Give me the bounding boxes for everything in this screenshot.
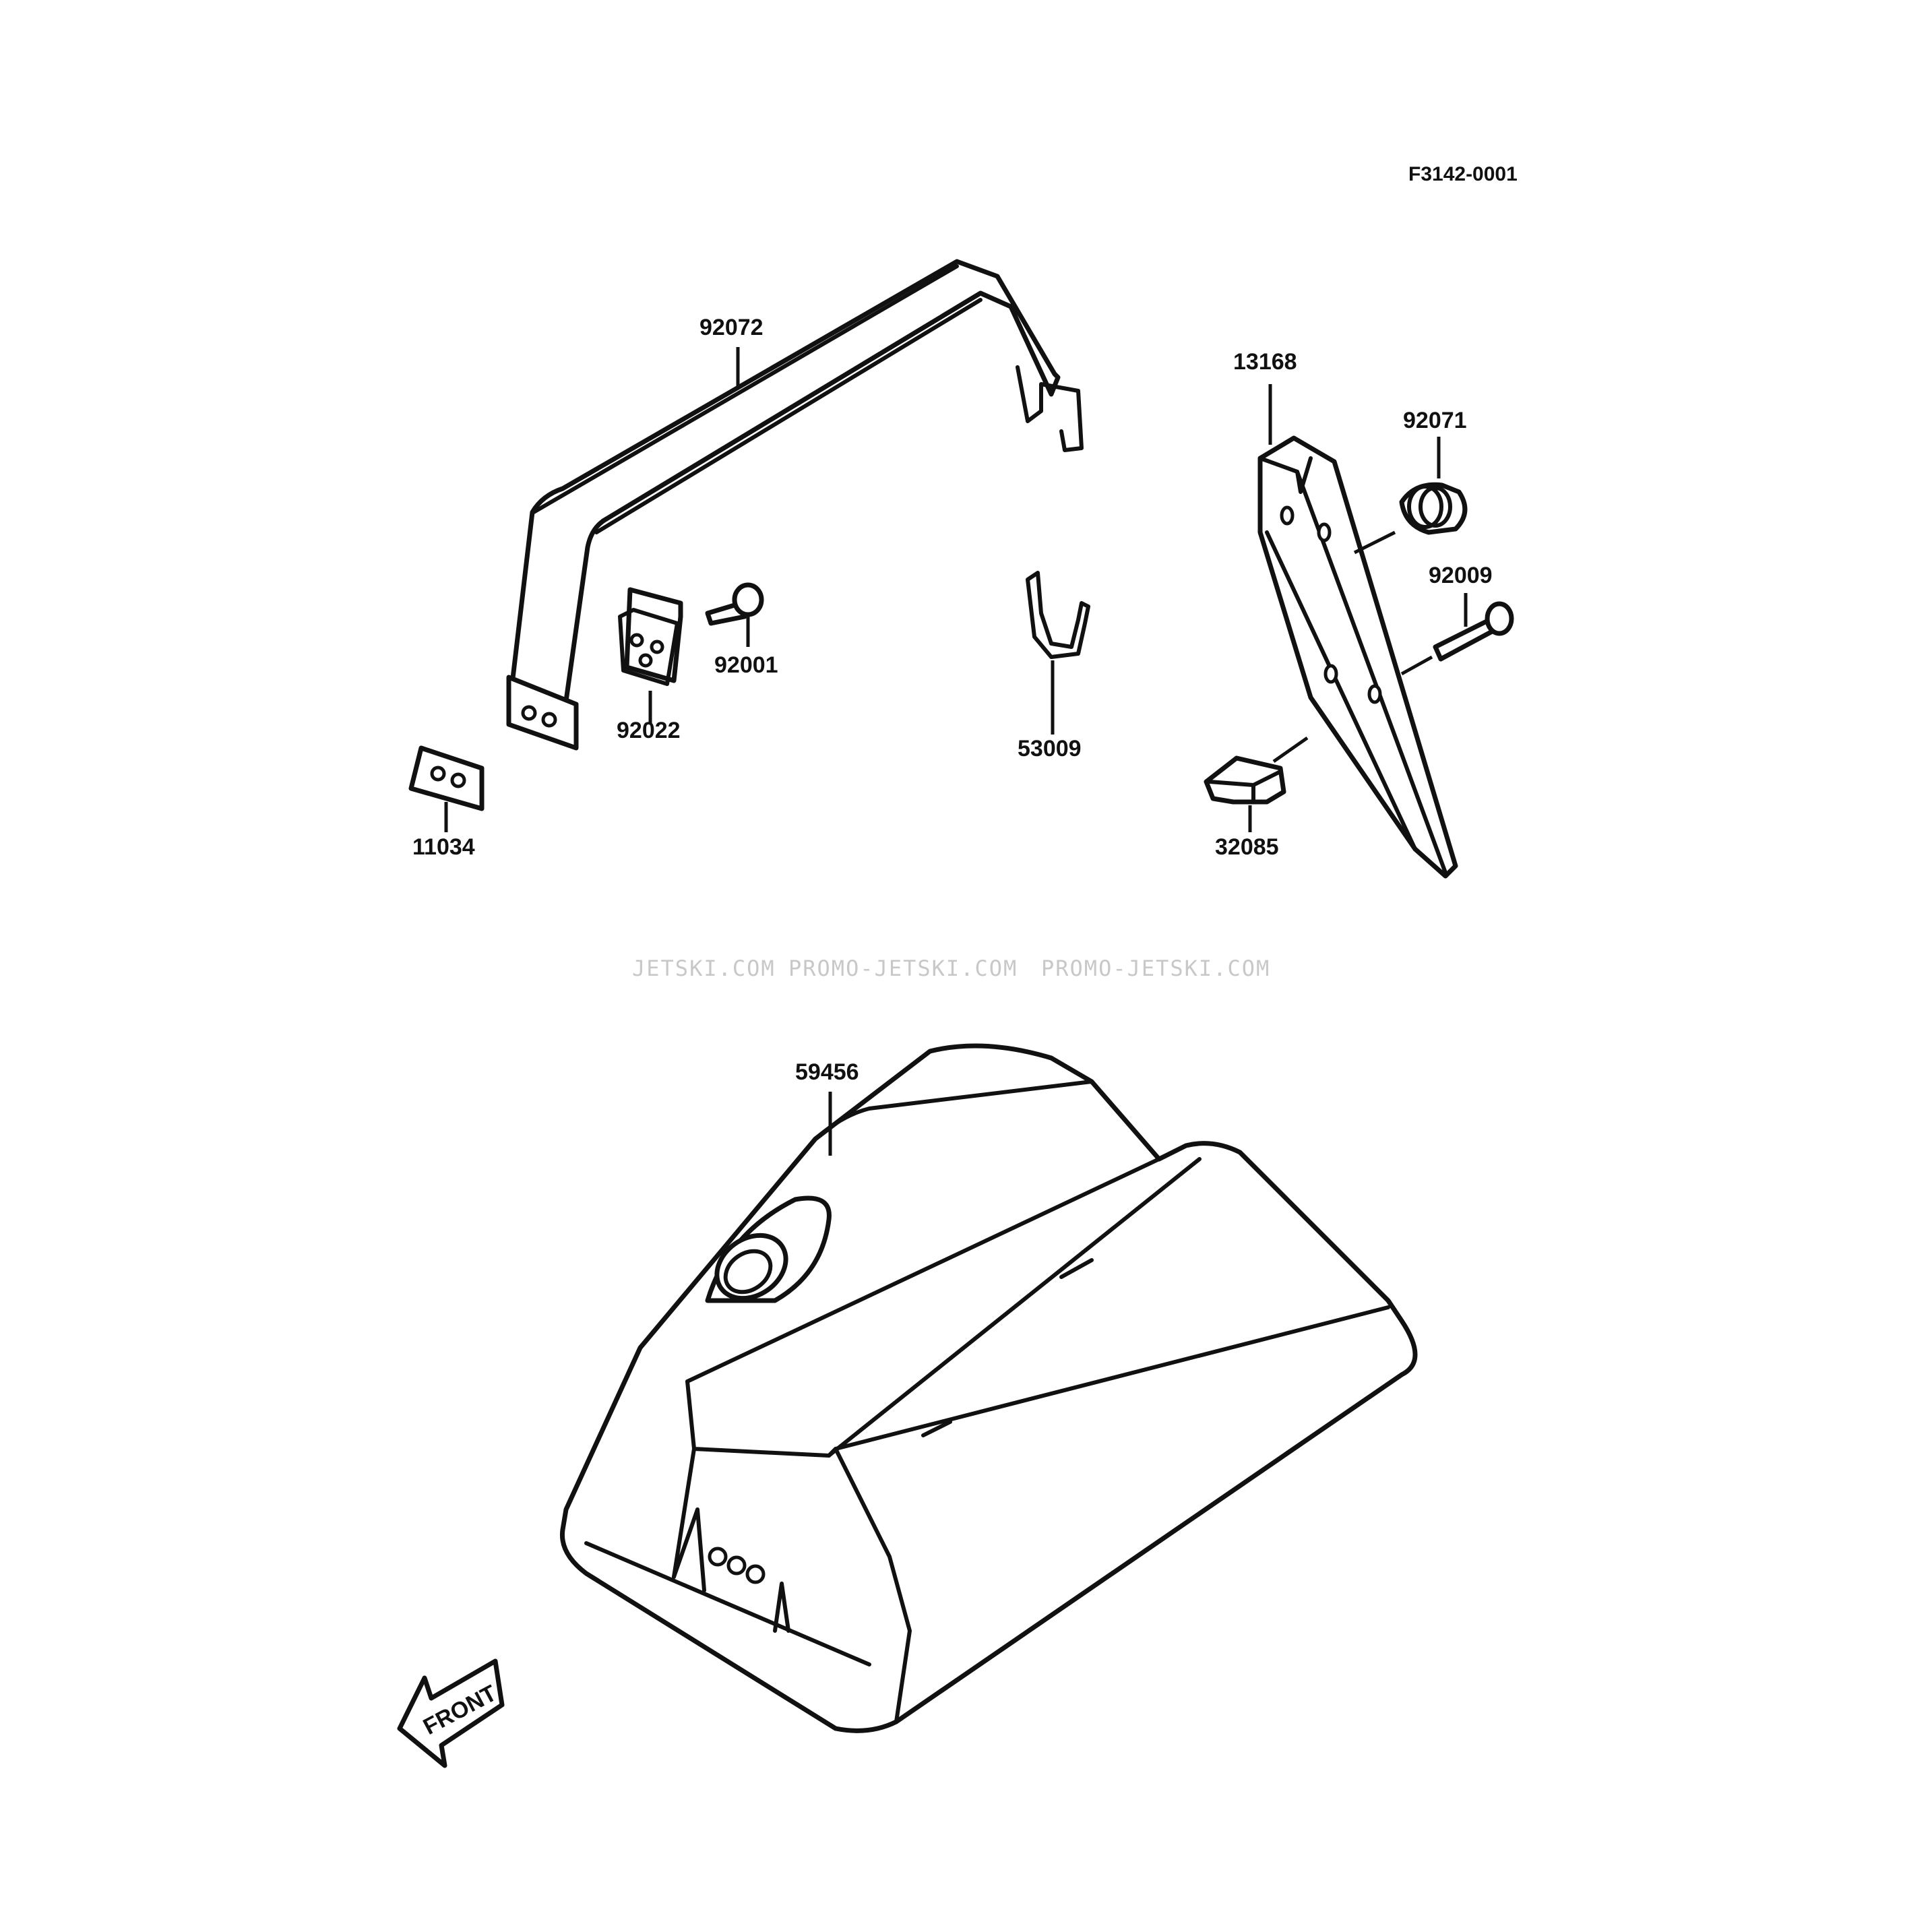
bracket-13168[interactable] (1257, 435, 1458, 879)
label-59456: 59456 (795, 1059, 859, 1085)
plate-92022[interactable] (618, 587, 683, 686)
plate-11034[interactable] (408, 745, 485, 811)
screw-92001[interactable] (705, 582, 764, 626)
watermark-segment: PROMO-JETSKI.COM (1041, 956, 1270, 981)
figure-code: F3142-0001 (1408, 163, 1518, 185)
label-13168: 13168 (1233, 349, 1297, 375)
watermark: JETSKI.COM PROMO-JETSKI.COM PROMO-JETSKI… (632, 956, 1270, 981)
clip-53009[interactable] (1026, 571, 1090, 659)
watermark-segment: PROMO-JETSKI.COM (788, 956, 1018, 981)
leader-92009-b (1400, 655, 1433, 676)
label-92071: 92071 (1403, 408, 1467, 433)
cover-59456[interactable] (559, 1043, 1418, 1733)
label-32085: 32085 (1215, 834, 1279, 860)
label-92001: 92001 (714, 652, 778, 678)
label-53009: 53009 (1018, 736, 1082, 761)
grommet-92071[interactable] (1399, 482, 1468, 535)
label-92072: 92072 (699, 315, 764, 340)
label-92009: 92009 (1429, 563, 1493, 588)
stopper-32085[interactable] (1204, 755, 1286, 805)
strap-92072[interactable] (506, 259, 1084, 751)
label-92022: 92022 (617, 718, 681, 743)
leader-32085-b (1272, 736, 1309, 764)
watermark-segment: JETSKI.COM (632, 956, 776, 981)
bolt-92009[interactable] (1433, 601, 1514, 662)
label-11034: 11034 (412, 834, 475, 860)
front-direction-arrow: FRONT (397, 1658, 505, 1768)
leader-92071-b (1353, 530, 1396, 555)
